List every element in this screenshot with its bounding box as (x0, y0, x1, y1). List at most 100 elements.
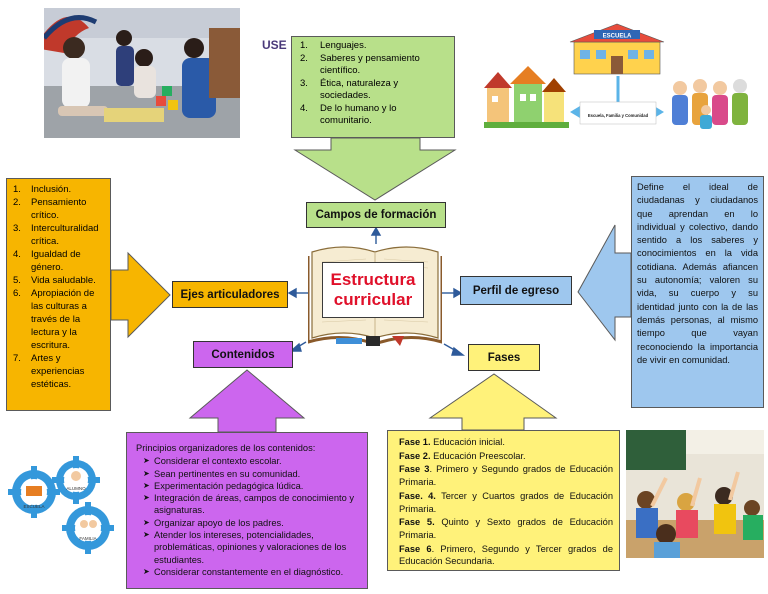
label-fases-text: Fases (487, 351, 521, 364)
gear-familia-label: FAMILIA (79, 536, 96, 541)
fase-text: Tercer y Cuartos grados de Educación Pri… (399, 490, 613, 514)
list-item: 1. Inclusión. (13, 183, 106, 196)
item-text: De lo humano y lo comunitario. (320, 102, 397, 127)
fase-text: Educación inicial. (433, 437, 505, 447)
label-ejes-text: Ejes articuladores (180, 288, 280, 301)
item-number: 2. (13, 197, 21, 208)
list-item: 7. Artes y experiencias estéticas. (13, 352, 106, 391)
arrow-bullet-icon: ➤ (143, 468, 150, 478)
list-item: Fase. 4. Tercer y Cuartos grados de Educ… (399, 490, 613, 515)
arrow-bullet-icon: ➤ (143, 493, 150, 503)
perfil-text-box: Define el ideal de ciudadanas y ciudadan… (631, 176, 764, 408)
fase-head: Fase 2. (399, 450, 431, 461)
fase-head: Fase 1. (399, 437, 431, 447)
item-text: Interculturalidad crítica. (31, 223, 99, 247)
school-sign-text: ESCUELA (603, 34, 632, 40)
item-text: Inclusión. (31, 184, 72, 195)
list-item: Fase 3. Primero y Segundo grados de Educ… (399, 463, 613, 488)
item-text: Considerar el contexto escolar. (154, 456, 282, 467)
item-number: 2. (300, 52, 308, 64)
item-text: Integración de áreas, campos de conocimi… (154, 493, 354, 516)
item-text: Vida saludable. (31, 275, 96, 286)
arrow-campos (293, 137, 457, 201)
center-title-box: Estructura curricular (322, 262, 424, 318)
label-contenidos: Contenidos (193, 341, 293, 368)
label-perfil-text: Perfil de egreso (472, 284, 560, 297)
item-text: Pensamiento crítico. (31, 197, 87, 221)
center-title-line2: curricular (333, 290, 413, 309)
item-text: Artes y experiencias estéticas. (31, 353, 85, 390)
label-campos-text: Campos de formación (315, 209, 437, 221)
list-item: 1. Lenguajes. (300, 40, 448, 53)
arrow-ejes (110, 251, 171, 339)
arrow-fases (428, 373, 558, 431)
list-item: 3. Interculturalidad crítica. (13, 222, 106, 248)
item-number: 7. (13, 353, 21, 364)
fase-text: Educación Preescolar. (433, 450, 526, 461)
arrow-bullet-icon: ➤ (143, 530, 150, 540)
list-item: Fase 5. Quinto y Sexto grados de Educaci… (399, 516, 613, 541)
item-text: Ética, naturaleza y sociedades. (320, 77, 399, 102)
campos-list-box: 1. Lenguajes. 2. Saberes y pensamiento cie… (291, 36, 455, 138)
arrow-contenidos (188, 369, 306, 433)
list-item: Fase 6. Primero, Segundo y Tercer grados… (399, 543, 613, 568)
list-item: 5. Vida saludable. (13, 274, 106, 287)
fase-head: Fase 6 (399, 543, 432, 554)
list-item: 6. Apropiación de las culturas a través d… (13, 287, 106, 352)
item-text: Apropiación de las culturas a través de … (31, 288, 95, 351)
list-item: ➤ Considerar constantemente en el diagnós… (136, 566, 361, 578)
use-logo: USE (262, 38, 287, 52)
contenidos-list-box: Principios organizadores de los contenid… (126, 432, 368, 589)
item-text: Atender los intereses, potencialidades, … (154, 530, 347, 565)
item-number: 5. (13, 275, 21, 286)
arrow-perfil (577, 224, 632, 342)
list-item: ➤ Considerar el contexto escolar. (136, 455, 361, 467)
item-text: Saberes y pensamiento científico. (320, 52, 420, 77)
school-family-community-illustration: ESCUELA Escuela, Familia y Comunidad (484, 22, 754, 140)
list-item: ➤ Integración de áreas, campos de conocim… (136, 492, 361, 517)
illustration-caption: Escuela, Familia y Comunidad (588, 113, 649, 118)
gears-illustration: ESCUELA ALUMNO FAMILIA (4, 452, 120, 556)
list-item: 3.Ética, naturaleza y sociedades. (300, 77, 448, 103)
list-item: ➤ Sean pertinentes en su comunidad. (136, 468, 361, 480)
list-item: ➤ Atender los intereses, potencialidades,… (136, 529, 361, 566)
item-number: 6. (13, 288, 21, 299)
list-item: Fase 1. Educación inicial. (399, 436, 613, 449)
item-text: Igualdad de género. (31, 249, 81, 273)
item-text: Sean pertinentes en su comunidad. (154, 468, 301, 479)
arrow-bullet-icon: ➤ (143, 480, 150, 490)
list-item: 2. Saberes y pensamiento científico. (300, 52, 448, 78)
list-item: ➤Experimentación pedagógica lúdica. (136, 480, 361, 492)
item-number: 1. (13, 184, 21, 195)
ejes-list-box: 1. Inclusión. 2. Pensamiento crítico. 3. In… (6, 178, 111, 411)
fase-text: Quinto y Sexto grados de Educación Prima… (399, 517, 613, 540)
fase-head: Fase 3 (399, 464, 430, 475)
list-item: 4. Igualdad de género. (13, 248, 106, 274)
classroom-photo-bottom-right (626, 430, 764, 558)
list-item: ➤Organizar apoyo de los padres. (136, 517, 361, 529)
item-number: 1. (300, 40, 308, 51)
item-text: Considerar constantemente en el diagnóst… (154, 566, 344, 577)
item-text: Organizar apoyo de los padres. (154, 517, 284, 528)
arrow-bullet-icon: ➤ (143, 566, 150, 576)
item-number: 3. (13, 223, 21, 234)
perfil-text: Define el ideal de ciudadanas y ciudadan… (637, 182, 758, 365)
center-title-line1: Estructura (330, 270, 416, 289)
arrow-bullet-icon: ➤ (143, 456, 150, 466)
fase-head: Fase. 4. (399, 490, 436, 501)
gear-escuela-label: ESCUELA (23, 504, 44, 509)
item-number: 4. (300, 102, 308, 114)
label-perfil: Perfil de egreso (460, 276, 572, 305)
classroom-photo-top-left (44, 8, 240, 138)
label-ejes: Ejes articuladores (172, 281, 288, 308)
item-text: Lenguajes. (320, 40, 367, 51)
list-item: 2. Pensamiento crítico. (13, 196, 106, 222)
use-logo-text: USE (262, 38, 287, 52)
list-item: Fase 2. Educación Preescolar. (399, 450, 613, 463)
label-campos: Campos de formación (306, 202, 446, 228)
label-fases: Fases (468, 344, 540, 371)
fase-text: . Primero, Segundo y Tercer grados de Ed… (399, 543, 613, 567)
fases-list-box: Fase 1. Educación inicial. Fase 2. Educa… (387, 430, 620, 571)
contenidos-intro: Principios organizadores de los contenid… (136, 443, 316, 453)
item-number: 4. (13, 249, 21, 260)
